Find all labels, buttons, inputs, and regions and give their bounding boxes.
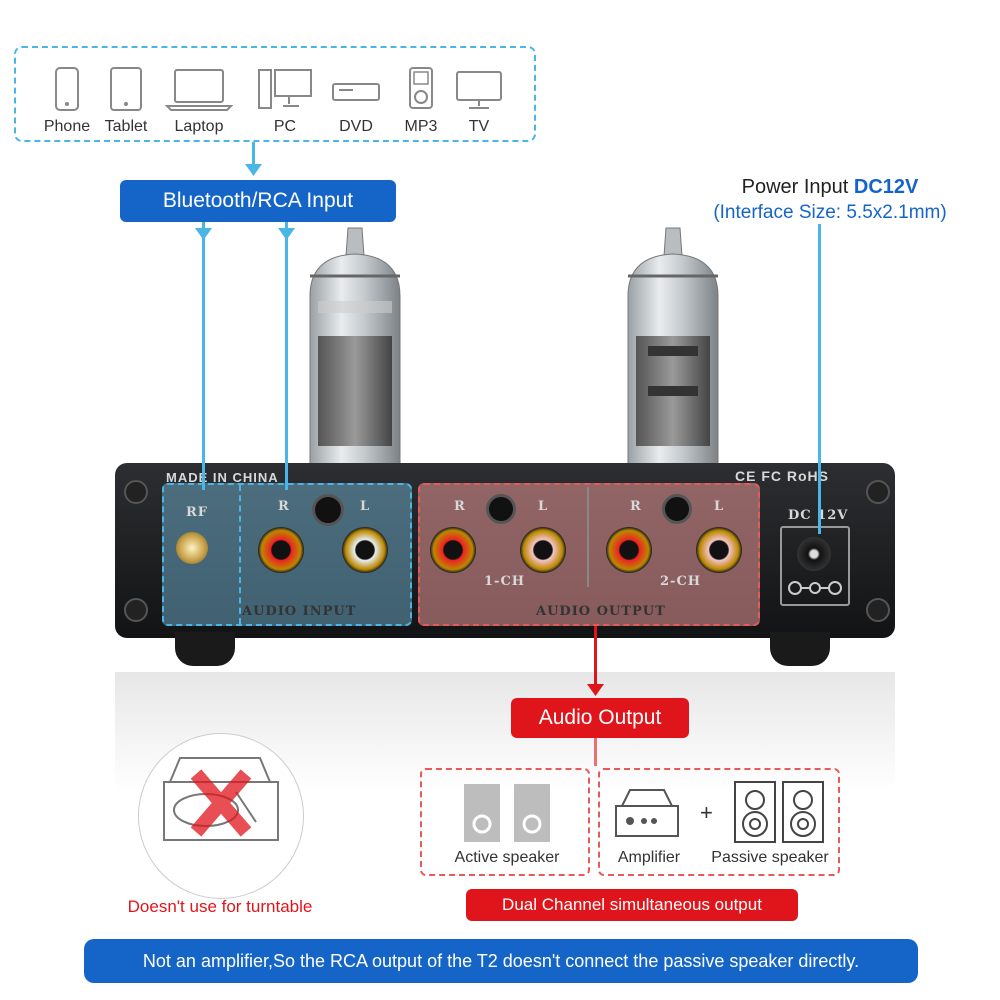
dc-power-jack <box>797 537 831 571</box>
power-title-text: Power Input <box>741 176 854 198</box>
vacuum-tube-right <box>627 227 719 467</box>
device-label: Phone <box>43 118 91 135</box>
rca-out1-l <box>520 527 566 573</box>
amp-passive-box <box>598 768 840 876</box>
device-label: Laptop <box>174 118 224 135</box>
dual-channel-tag: Dual Channel simultaneous output <box>466 889 798 921</box>
device-mp3: MP3 <box>386 66 456 136</box>
active-speaker-box <box>420 768 590 876</box>
device-label: Tablet <box>104 118 148 135</box>
audio-output-tag: Audio Output <box>511 698 689 738</box>
output-line-lower <box>594 738 597 766</box>
input-tag: Bluetooth/RCA Input <box>120 180 396 222</box>
arrow-down-icon <box>587 684 604 696</box>
connector-line <box>252 142 255 170</box>
arrow-down-icon <box>195 228 212 240</box>
power-spec: DC12V <box>853 176 919 198</box>
device-label: DVD <box>339 118 373 135</box>
input-l-label: L <box>360 499 371 514</box>
turntable-icon <box>163 757 279 841</box>
ch2-label: 2-CH <box>660 574 702 589</box>
dvd-icon <box>332 83 380 101</box>
rf-label: RF <box>186 505 209 520</box>
footer-note: Not an amplifier,So the RCA output of th… <box>84 939 918 983</box>
turntable-note: Doesn't use for turntable <box>127 897 313 916</box>
input-ground <box>312 494 344 526</box>
audio-input-label: AUDIO INPUT <box>242 604 357 619</box>
input-r-label: R <box>278 499 290 514</box>
device-label: PC <box>273 118 297 135</box>
rf-antenna-jack <box>176 532 208 564</box>
out1-r-label: R <box>454 499 466 514</box>
phone-icon <box>55 67 79 111</box>
pc-icon <box>258 69 312 109</box>
passive-speaker-label: Passive speaker <box>711 849 829 866</box>
input-divider <box>239 485 243 624</box>
out2-r-label: R <box>630 499 642 514</box>
device-laptop: Laptop <box>164 66 234 136</box>
out1-l-label: L <box>538 499 549 514</box>
power-line <box>818 224 821 534</box>
out2-l-label: L <box>714 499 725 514</box>
laptop-icon <box>165 69 233 111</box>
turntable-circle <box>138 733 304 899</box>
out2-ground <box>662 494 692 524</box>
rca-input-r <box>258 527 304 573</box>
power-input-title: Power Input DC12V <box>700 176 960 199</box>
dc-jack-frame <box>780 526 850 606</box>
device-dvd: DVD <box>321 66 391 136</box>
device-label: MP3 <box>404 118 438 135</box>
rca-input-l <box>342 527 388 573</box>
tv-icon <box>456 71 502 109</box>
passive-speaker-icon <box>734 781 824 843</box>
input-line-rf <box>202 222 205 490</box>
polarity-icon <box>788 581 842 595</box>
audio-output-label: AUDIO OUTPUT <box>536 604 666 619</box>
output-line <box>594 626 597 688</box>
plus-sign: + <box>700 800 713 825</box>
mp3-icon <box>409 67 433 109</box>
device-pc: PC <box>250 66 320 136</box>
out1-ground <box>486 494 516 524</box>
source-devices-panel: Phone Tablet Laptop PC DVD MP3 TV <box>14 46 536 142</box>
active-speaker-icon <box>464 784 550 842</box>
arrow-down-icon <box>278 228 295 240</box>
amplifier-label: Amplifier <box>617 849 681 866</box>
arrow-down-icon <box>245 164 262 176</box>
amplifier-icon <box>615 789 679 837</box>
screw <box>124 480 148 504</box>
cert-marks: CE FC RoHS <box>735 468 829 484</box>
device-phone: Phone <box>32 66 102 136</box>
made-in-label: MADE IN CHINA <box>166 470 279 485</box>
tablet-icon <box>110 67 142 111</box>
dc-label: DC 12V <box>788 508 849 523</box>
active-speaker-label: Active speaker <box>454 849 560 866</box>
ch1-label: 1-CH <box>484 574 526 589</box>
screw <box>866 480 890 504</box>
device-tv: TV <box>444 66 514 136</box>
power-interface-size: (Interface Size: 5.5x2.1mm) <box>713 202 947 223</box>
input-line-rca <box>285 222 288 490</box>
screw <box>866 598 890 622</box>
foot <box>175 632 235 666</box>
foot <box>770 632 830 666</box>
screw <box>124 598 148 622</box>
rca-out2-r <box>606 527 652 573</box>
rca-out2-l <box>696 527 742 573</box>
vacuum-tube-left <box>309 227 401 467</box>
device-tablet: Tablet <box>91 66 161 136</box>
device-label: TV <box>468 118 490 135</box>
rca-out1-r <box>430 527 476 573</box>
output-divider <box>587 487 589 587</box>
